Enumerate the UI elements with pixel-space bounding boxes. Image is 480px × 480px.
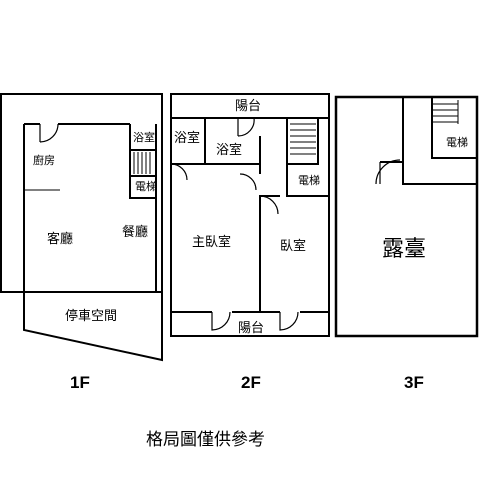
f2-outer-wall — [170, 93, 330, 337]
floor-3f: 電梯 露臺 3F — [334, 95, 479, 392]
f2-floor-label: 2F — [241, 373, 261, 392]
f3-stair-block — [431, 97, 477, 159]
f2-bathroom-1-label: 浴室 — [174, 130, 200, 146]
f2-corridor-door — [239, 173, 257, 191]
f3-terrace-label: 露臺 — [382, 237, 426, 262]
f3-outer-wall — [334, 95, 479, 338]
f1-bathroom-label: 浴室 — [133, 130, 155, 144]
f2-bath2-door — [237, 117, 255, 137]
f2-corridor-wall — [259, 164, 280, 312]
f3-floor-label: 3F — [404, 373, 424, 392]
f3-inner-wall — [380, 97, 477, 185]
f1-stairs — [133, 152, 151, 174]
f2-bedroom-label: 臥室 — [280, 238, 306, 254]
f1-bath-divider — [130, 149, 156, 177]
f2-stairs — [290, 123, 316, 155]
f1-kitchen-label: 廚房 — [33, 153, 55, 167]
f2-bathroom-2-label: 浴室 — [216, 142, 242, 158]
f1-parking-outline — [23, 292, 163, 362]
f2-balcony-bottom-label: 陽台 — [238, 321, 264, 336]
f2-balcony-top-label: 陽台 — [235, 99, 261, 114]
f1-parking-label: 停車空間 — [65, 308, 117, 324]
f2-bedroom-door — [259, 195, 279, 215]
f1-kitchen-door — [39, 123, 59, 143]
f3-stairs — [432, 100, 459, 124]
disclaimer-caption: 格局圖僅供參考 — [146, 430, 265, 450]
floor-1f: 廚房 浴室 電梯 客廳 餐廳 停車空間 1F — [0, 93, 163, 392]
f1-floor-label: 1F — [70, 373, 90, 392]
f2-master-bedroom-label: 主臥室 — [192, 234, 231, 250]
f2-bath1-door — [170, 163, 188, 181]
f3-elevator-label: 電梯 — [446, 136, 468, 149]
f2-stair-block — [286, 118, 319, 165]
f2-balcony-door-right — [279, 311, 299, 331]
f1-dining-room-label: 餐廳 — [122, 224, 148, 240]
f2-elevator-label: 電梯 — [298, 174, 320, 187]
f2-balcony-door-left — [211, 311, 231, 331]
floor-2f: 陽台 浴室 浴室 電梯 主臥室 臥室 陽台 2F — [170, 93, 330, 392]
f1-elevator-label: 電梯 — [135, 180, 157, 193]
f2-elevator-wall — [286, 164, 329, 197]
f1-living-room-label: 客廳 — [47, 231, 73, 247]
f3-inner-door — [375, 159, 401, 185]
